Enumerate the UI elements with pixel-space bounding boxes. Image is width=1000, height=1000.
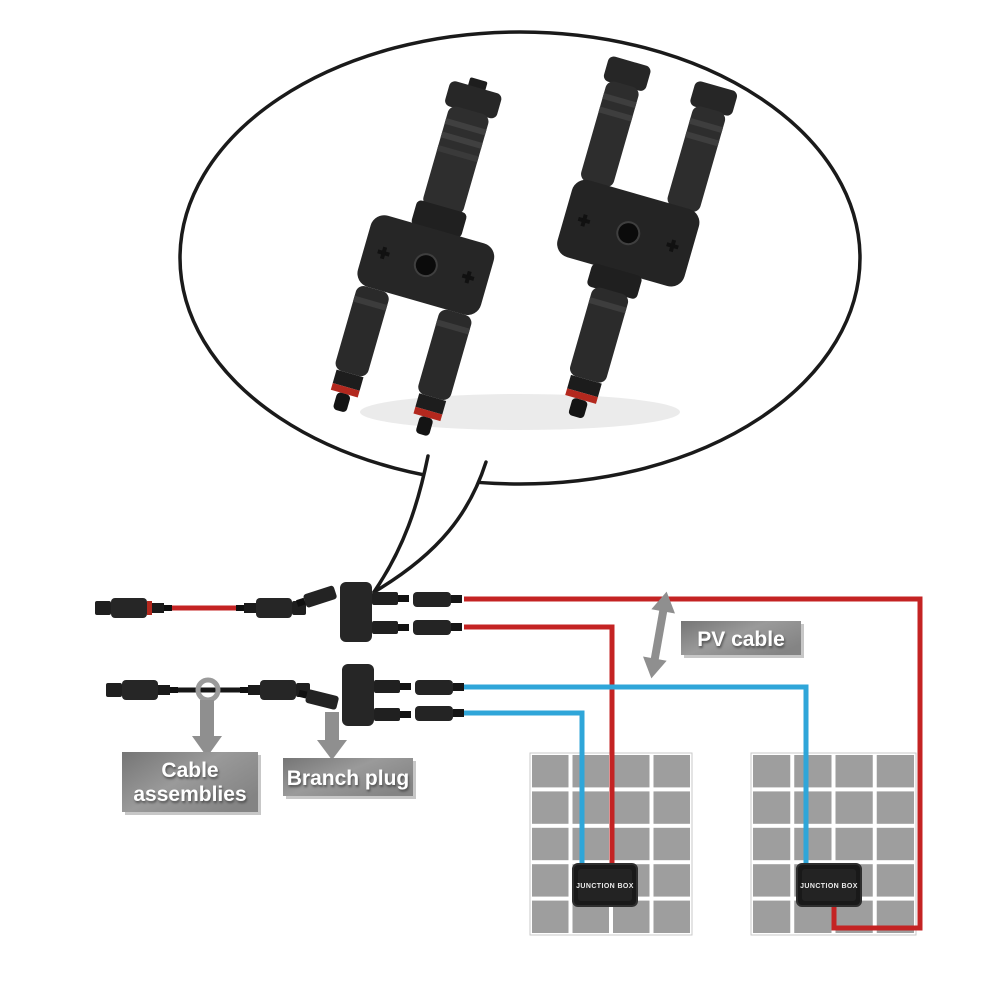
pv-cable-label-text: PV cable	[697, 628, 785, 651]
branch-connector-photo	[330, 56, 738, 436]
junction-box-right: JUNCTION BOX	[796, 863, 862, 907]
branch-input-connector-2	[298, 689, 339, 710]
cable-assemblies-label-line1: Cable	[161, 759, 218, 782]
junction-box-left: JUNCTION BOX	[572, 863, 638, 907]
speech-bubble	[178, 30, 862, 594]
branch-plug-label: Branch plug	[283, 758, 416, 799]
photo-shadow	[360, 394, 680, 430]
cable-assemblies-label-line2: assemblies	[133, 783, 246, 806]
junction-box-left-label: JUNCTION BOX	[576, 883, 634, 890]
double-arrow-icon	[643, 591, 675, 679]
branch-plug-bottom	[298, 664, 411, 726]
branch-plug-label-text: Branch plug	[287, 767, 410, 790]
cable-assembly-red	[95, 598, 306, 618]
pv-cable-red-1	[464, 596, 923, 931]
junction-box-right-label: JUNCTION BOX	[800, 883, 858, 890]
mc4-female-connector-2	[240, 680, 310, 700]
paired-connectors-red	[413, 592, 462, 635]
branch-plug-top	[296, 582, 409, 642]
down-arrow-icon-branch-plug	[317, 712, 347, 760]
y-branch-connector-left	[330, 77, 502, 436]
pv-cable-label: PV cable	[681, 621, 804, 658]
pv-cable-red-2	[464, 624, 615, 880]
speech-bubble-tail	[374, 456, 486, 592]
branch-input-connector	[296, 585, 337, 608]
pv-cable-blue-1	[464, 684, 809, 880]
cable-assembly-black	[106, 677, 310, 703]
paired-connectors-blue	[415, 680, 464, 721]
mc4-female-connector	[236, 598, 306, 618]
pv-cable-blue-2	[464, 710, 585, 880]
cable-assemblies-label: Cable assemblies	[122, 752, 261, 815]
down-arrow-icon-cable-assemblies	[192, 700, 222, 757]
mc4-male-connector	[95, 598, 172, 618]
y-branch-connector-right	[557, 56, 738, 419]
mc4-male-connector-2	[106, 680, 178, 700]
